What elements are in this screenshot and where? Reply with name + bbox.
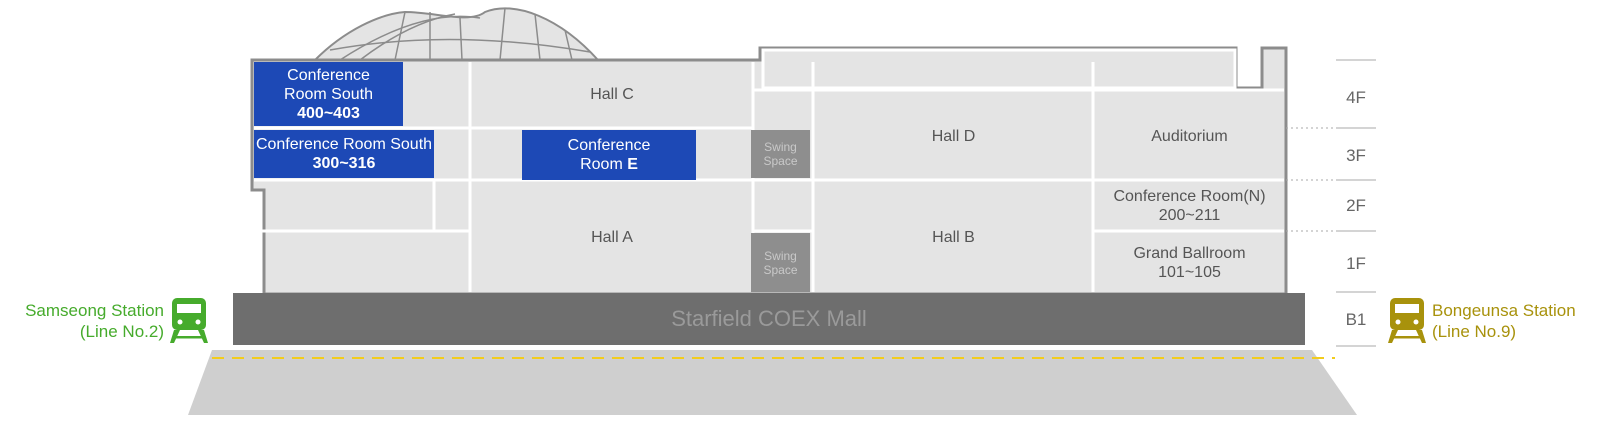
mall-slab bbox=[233, 293, 1305, 345]
station-name: Bongeunsa Station bbox=[1432, 301, 1576, 320]
room-number: 200~211 bbox=[1158, 207, 1221, 224]
train-icon-right bbox=[1388, 298, 1426, 343]
hall-d-label: Hall D bbox=[931, 127, 976, 145]
room-number: 300~316 bbox=[312, 155, 376, 172]
train-icon-left bbox=[170, 298, 208, 343]
station-name: Samseong Station bbox=[25, 301, 164, 320]
conference-room-south-4f[interactable]: Conference Room South 400~403 bbox=[254, 62, 403, 126]
swing-label: Swing bbox=[764, 140, 797, 154]
room-number: 400~403 bbox=[297, 104, 360, 122]
floor-label-3f: 3F bbox=[1346, 146, 1366, 165]
hall-b-label: Hall B bbox=[932, 228, 975, 246]
room-name: Conference bbox=[567, 137, 651, 154]
bongeunsa-station-label: Bongeunsa Station (Line No.9) bbox=[1432, 300, 1597, 342]
room-letter: E bbox=[627, 156, 638, 173]
ground-base bbox=[188, 350, 1357, 415]
swing-space-upper: Swing Space bbox=[751, 130, 810, 178]
hall-b[interactable]: Hall B bbox=[815, 182, 1092, 292]
room-name: Room South bbox=[284, 85, 373, 103]
dome-roof bbox=[312, 7, 601, 61]
floor-dividers bbox=[1286, 59, 1376, 347]
swing-label: Swing bbox=[764, 248, 797, 263]
room-name-line: Room E bbox=[580, 155, 638, 174]
hall-d[interactable]: Hall D bbox=[815, 92, 1092, 180]
hall-a-label: Hall A bbox=[591, 228, 633, 246]
hall-c[interactable]: Hall C bbox=[472, 62, 752, 126]
floor-label-4f: 4F bbox=[1346, 88, 1366, 107]
room-number: 101~105 bbox=[1158, 263, 1221, 281]
room-name: Conference Room(N) bbox=[1113, 188, 1266, 205]
station-line: (Line No.9) bbox=[1432, 322, 1517, 341]
room-name: Grand Ballroom bbox=[1133, 244, 1246, 262]
conference-room-north[interactable]: Conference Room(N) 200~211 bbox=[1095, 182, 1284, 230]
room-name: Conference bbox=[287, 66, 370, 84]
swing-label: Space bbox=[763, 262, 798, 277]
room-name: Conference Room South bbox=[255, 136, 433, 153]
hall-a[interactable]: Hall A bbox=[472, 182, 752, 292]
hall-c-label: Hall C bbox=[590, 85, 634, 103]
auditorium-label: Auditorium bbox=[1151, 127, 1228, 145]
samseong-station-label: Samseong Station (Line No.2) bbox=[8, 300, 164, 342]
floor-label-b1: B1 bbox=[1345, 310, 1367, 329]
floor-label-1f: 1F bbox=[1346, 254, 1366, 273]
swing-label: Space bbox=[763, 154, 798, 168]
station-line: (Line No.2) bbox=[79, 322, 164, 341]
swing-space-lower: Swing Space bbox=[751, 233, 810, 292]
floor-label-2f: 2F bbox=[1346, 196, 1366, 215]
mall-label: Starfield COEX Mall bbox=[671, 306, 867, 331]
room-name: Room bbox=[580, 156, 628, 173]
conference-room-e[interactable]: Conference Room E bbox=[522, 130, 696, 180]
conference-room-south-3f[interactable]: Conference Room South 300~316 bbox=[254, 130, 434, 178]
auditorium[interactable]: Auditorium bbox=[1095, 92, 1284, 180]
grand-ballroom[interactable]: Grand Ballroom 101~105 bbox=[1095, 233, 1284, 292]
